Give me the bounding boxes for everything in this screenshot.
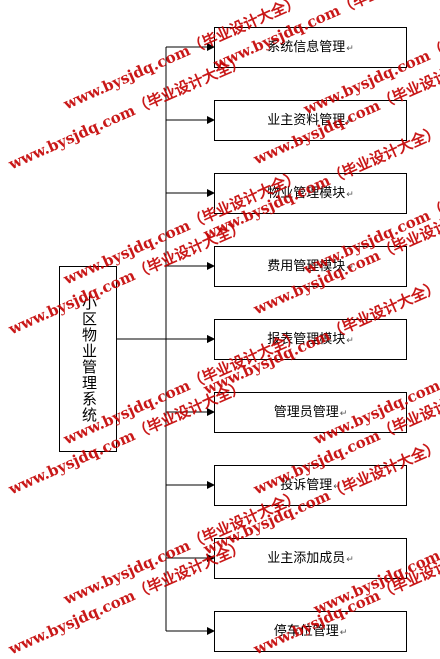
root-node: 小区物业管理系统 [59, 266, 117, 452]
child-node: 管理员管理↵ [214, 392, 407, 433]
child-node: 系统信息管理↵ [214, 27, 407, 68]
connector-lines [117, 43, 215, 635]
paragraph-mark: ↵ [346, 336, 354, 346]
paragraph-mark: ↵ [346, 117, 354, 127]
child-node-label: 业主资料管理↵ [215, 101, 406, 141]
child-node-text: 费用管理模块 [267, 259, 346, 274]
org-chart: 小区物业管理系统 系统信息管理↵业主资料管理↵物业管理模块↵费用管理模块↵报表管… [6, 0, 440, 658]
child-node-label: 系统信息管理↵ [215, 28, 406, 68]
child-node: 费用管理模块↵ [214, 246, 407, 287]
child-node: 业主资料管理↵ [214, 100, 407, 141]
paragraph-mark: ↵ [333, 482, 341, 492]
paragraph-mark: ↵ [346, 190, 354, 200]
child-node-label: 投诉管理↵ [215, 466, 406, 506]
root-node-label: 小区物业管理系统 [80, 295, 98, 423]
child-node-label: 物业管理模块↵ [215, 174, 406, 214]
child-node-text: 系统信息管理 [267, 40, 346, 55]
child-node-text: 管理员管理 [273, 405, 339, 420]
child-node-text: 业主资料管理 [267, 113, 346, 128]
child-node: 物业管理模块↵ [214, 173, 407, 214]
child-node: 报表管理模块↵ [214, 319, 407, 360]
branch-arrows [166, 43, 215, 635]
child-node-label: 业主添加成员↵ [215, 539, 406, 579]
child-node-text: 停车位管理 [273, 624, 339, 639]
paragraph-mark: ↵ [346, 44, 354, 54]
child-node-label: 报表管理模块↵ [215, 320, 406, 360]
child-node-text: 报表管理模块 [267, 332, 346, 347]
paragraph-mark: ↵ [346, 263, 354, 273]
paragraph-mark: ↵ [339, 409, 348, 419]
child-node-label: 停车位管理↵ [215, 612, 406, 652]
child-node-label: 费用管理模块↵ [215, 247, 406, 287]
paragraph-mark: ↵ [339, 628, 348, 638]
child-node: 投诉管理↵ [214, 465, 407, 506]
child-node: 业主添加成员↵ [214, 538, 407, 579]
child-node-text: 物业管理模块 [267, 186, 346, 201]
child-node-label: 管理员管理↵ [215, 393, 406, 433]
paragraph-mark: ↵ [346, 555, 354, 565]
child-node-text: 业主添加成员 [267, 551, 346, 566]
child-node-text: 投诉管理 [280, 478, 333, 493]
